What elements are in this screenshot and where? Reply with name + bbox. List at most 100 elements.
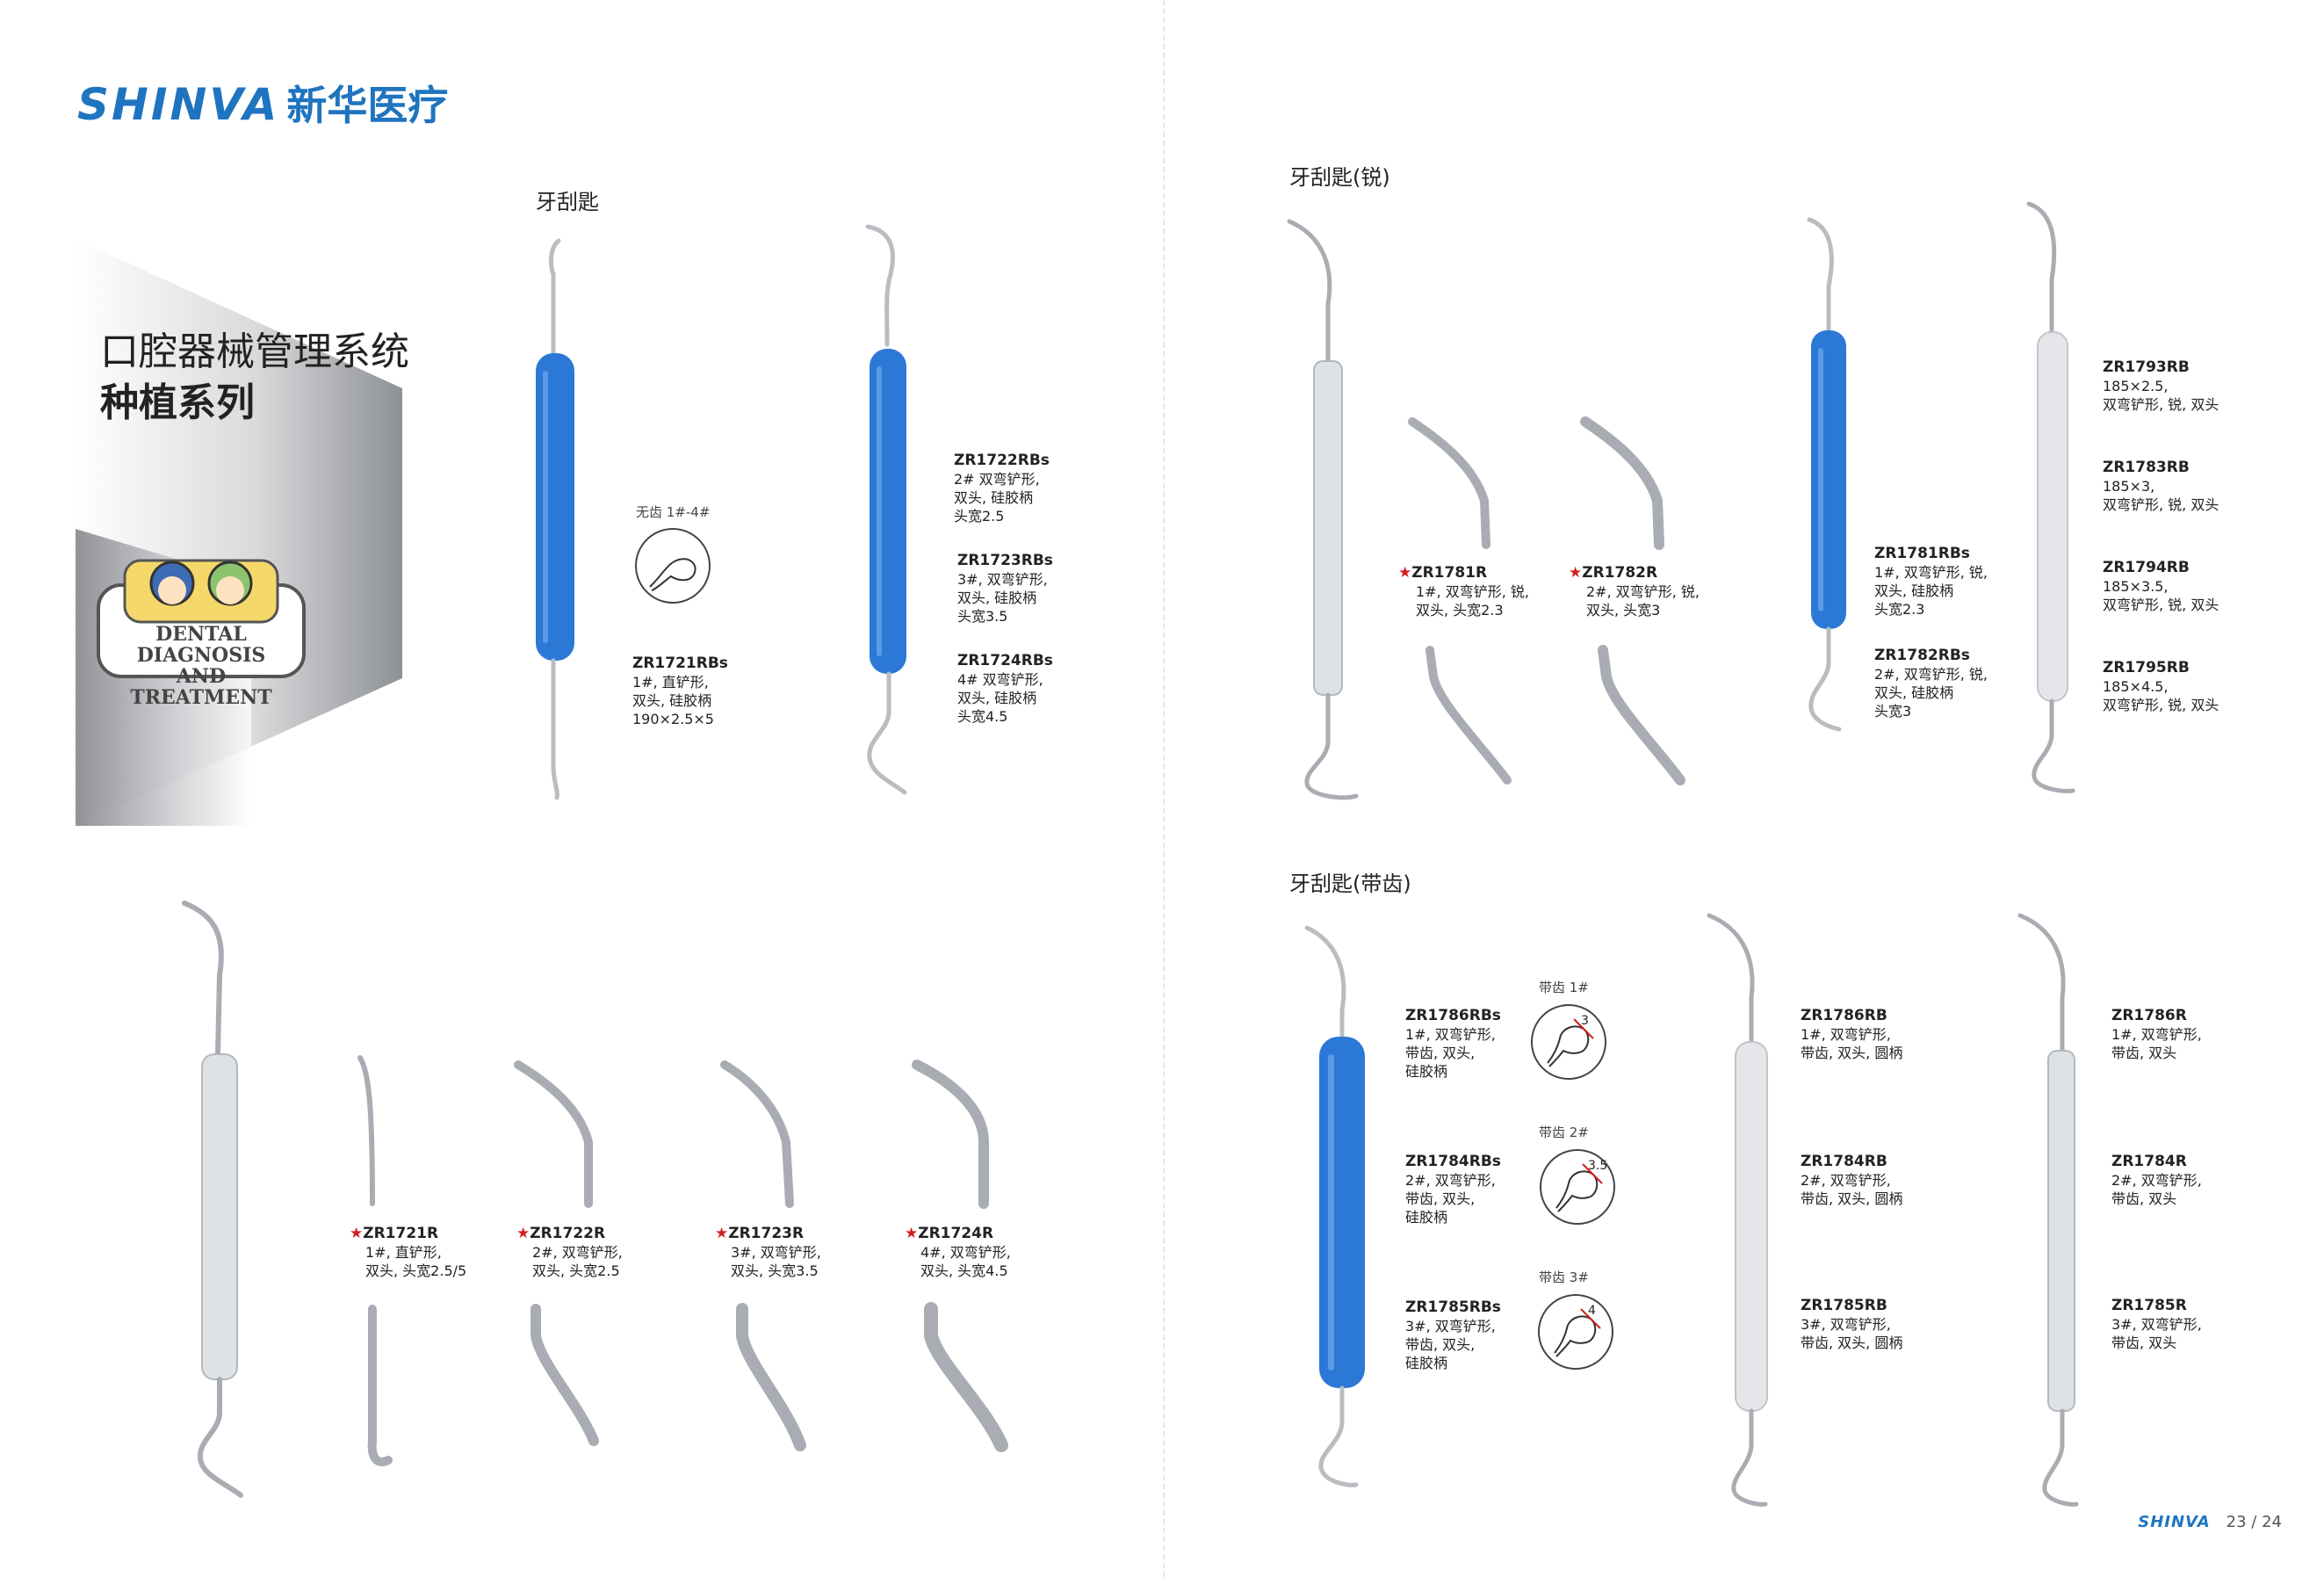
star-icon: ★	[1398, 564, 1412, 582]
brand-name-cn: 新华医疗	[286, 82, 449, 129]
label-zr1786rb: ZR1786RB 1#, 双弯铲形, 带齿, 双头, 圆柄	[1801, 1007, 1902, 1062]
brand-name-en: SHINVA	[77, 79, 280, 130]
desc: 3#, 双弯铲形, 带齿, 双头	[2111, 1316, 2202, 1351]
code: ZR1794RB	[2103, 559, 2190, 576]
curette-closeup-1781	[1408, 417, 1512, 785]
label-zr1795rb: ZR1795RB 185×4.5, 双弯铲形, 锐, 双头	[2103, 659, 2219, 714]
no-teeth-label: 无齿 1#-4#	[636, 504, 711, 520]
code: ZR1785RB	[1801, 1297, 1887, 1314]
desc: 1#, 直铲形, 双头, 头宽2.5/5	[365, 1244, 467, 1279]
instrument-blue-straight	[536, 238, 574, 800]
hero-title-line2: 种植系列	[100, 380, 255, 425]
hero-title: 口腔器械管理系统 种植系列	[100, 327, 409, 429]
desc: 2#, 双弯铲形, 双头, 头宽2.5	[532, 1244, 623, 1279]
label-zr1785rb: ZR1785RB 3#, 双弯铲形, 带齿, 双头, 圆柄	[1801, 1297, 1902, 1352]
desc: 3#, 双弯铲形, 带齿, 双头, 圆柄	[1801, 1316, 1903, 1351]
page-divider	[1163, 0, 1165, 1577]
code: ZR1723R	[728, 1225, 805, 1242]
label-zr1722r: ★ZR1722R 2#, 双弯铲形, 双头, 头宽2.5	[516, 1225, 623, 1280]
code: ZR1786RB	[1801, 1007, 1887, 1024]
desc: 4#, 双弯铲形, 双头, 头宽4.5	[920, 1244, 1011, 1279]
curette-closeup-1721	[357, 1055, 393, 1466]
code: ZR1786RBs	[1405, 1007, 1501, 1024]
desc: 1#, 双弯铲形, 带齿, 双头, 硅胶柄	[1405, 1026, 1496, 1080]
desc: 4# 双弯铲形, 双头, 硅胶柄 头宽4.5	[957, 671, 1043, 725]
instrument-steel-sharp	[1287, 219, 1359, 800]
label-zr1781rbs: ZR1781RBs 1#, 双弯铲形, 锐, 双头, 硅胶柄 头宽2.3	[1874, 545, 1988, 619]
code: ZR1781R	[1411, 564, 1488, 582]
label-zr1793rb: ZR1793RB 185×2.5, 双弯铲形, 锐, 双头	[2103, 358, 2219, 414]
star-icon: ★	[715, 1225, 729, 1242]
code: ZR1721RBs	[632, 655, 728, 672]
code: ZR1723RBs	[957, 552, 1053, 569]
label-zr1784rbs: ZR1784RBs 2#, 双弯铲形, 带齿, 双头, 硅胶柄	[1405, 1153, 1501, 1226]
code: ZR1785R	[2111, 1297, 2187, 1314]
code: ZR1722RBs	[954, 452, 1050, 469]
code: ZR1784RBs	[1405, 1153, 1501, 1170]
instrument-steel-toothed-rb	[1707, 913, 1768, 1507]
code: ZR1721R	[363, 1225, 439, 1242]
desc: 185×2.5, 双弯铲形, 锐, 双头	[2103, 378, 2219, 413]
code: ZR1782R	[1582, 564, 1658, 582]
desc: 2#, 双弯铲形, 带齿, 双头	[2111, 1172, 2202, 1207]
teeth2-diagram-icon: 3.5	[1540, 1149, 1615, 1225]
star-icon: ★	[516, 1225, 530, 1242]
desc: 3#, 双弯铲形, 双头, 硅胶柄 头宽3.5	[957, 571, 1048, 625]
code: ZR1783RB	[2103, 459, 2190, 476]
star-icon: ★	[350, 1225, 364, 1242]
footer-brand: SHINVA	[2138, 1513, 2211, 1531]
teeth3-diagram-icon: 4	[1538, 1294, 1613, 1370]
label-zr1786rbs: ZR1786RBs 1#, 双弯铲形, 带齿, 双头, 硅胶柄	[1405, 1007, 1501, 1081]
curette-tip-diagram-icon	[635, 528, 711, 604]
instrument-steel-toothed-r	[2017, 913, 2079, 1507]
desc: 1#, 双弯铲形, 锐, 双头, 头宽2.3	[1416, 583, 1530, 619]
desc: 1#, 双弯铲形, 带齿, 双头, 圆柄	[1801, 1026, 1903, 1061]
desc: 185×4.5, 双弯铲形, 锐, 双头	[2103, 678, 2219, 713]
code: ZR1724RBs	[957, 652, 1053, 669]
desc: 2#, 双弯铲形, 带齿, 双头, 硅胶柄	[1405, 1172, 1496, 1226]
desc: 3#, 双弯铲形, 双头, 头宽3.5	[731, 1244, 821, 1279]
instrument-steel-large	[182, 901, 243, 1498]
badge-text-line1: DENTAL DIAGNOSIS	[136, 623, 266, 667]
desc: 1#, 双弯铲形, 锐, 双头, 硅胶柄 头宽2.3	[1874, 564, 1988, 618]
teeth1-dim: 3	[1581, 1014, 1589, 1028]
teeth2-label: 带齿 2#	[1539, 1125, 1589, 1140]
label-zr1794rb: ZR1794RB 185×3.5, 双弯铲形, 锐, 双头	[2103, 559, 2219, 614]
code: ZR1781RBs	[1874, 545, 1970, 562]
curette-closeup-1724	[912, 1060, 1008, 1452]
label-zr1722rbs: ZR1722RBs 2# 双弯铲形, 双头, 硅胶柄 头宽2.5	[954, 452, 1050, 525]
code: ZR1784RB	[1801, 1153, 1887, 1170]
section-title-curette-sharp: 牙刮匙(锐)	[1289, 165, 1390, 190]
teeth3-label: 带齿 3#	[1539, 1270, 1589, 1285]
curette-closeup-1722	[514, 1060, 599, 1446]
curette-closeup-1782	[1580, 416, 1685, 785]
code: ZR1793RB	[2103, 358, 2190, 376]
desc: 185×3.5, 双弯铲形, 锐, 双头	[2103, 578, 2219, 613]
hero-title-line1: 口腔器械管理系统	[100, 329, 409, 374]
instrument-steel-round-handle	[2026, 201, 2075, 793]
section-title-curette: 牙刮匙	[536, 190, 599, 214]
desc: 2#, 双弯铲形, 锐, 双头, 头宽3	[1586, 583, 1700, 619]
badge-text-line2: AND TREATMENT	[130, 665, 272, 709]
desc: 2#, 双弯铲形, 锐, 双头, 硅胶柄 头宽3	[1874, 666, 1988, 720]
label-zr1724rbs: ZR1724RBs 4# 双弯铲形, 双头, 硅胶柄 头宽4.5	[957, 652, 1053, 726]
teeth1-label: 带齿 1#	[1539, 980, 1589, 995]
label-zr1721r: ★ZR1721R 1#, 直铲形, 双头, 头宽2.5/5	[350, 1225, 466, 1280]
code: ZR1795RB	[2103, 659, 2190, 676]
instrument-blue-toothed	[1304, 925, 1365, 1487]
label-zr1723rbs: ZR1723RBs 3#, 双弯铲形, 双头, 硅胶柄 头宽3.5	[957, 552, 1053, 626]
curette-closeup-1723	[720, 1060, 806, 1451]
desc: 1#, 双弯铲形, 带齿, 双头	[2111, 1026, 2202, 1061]
star-icon: ★	[1569, 564, 1583, 582]
desc: 2# 双弯铲形, 双头, 硅胶柄 头宽2.5	[954, 471, 1040, 524]
teeth1-diagram-icon: 3	[1531, 1004, 1606, 1080]
code: ZR1722R	[530, 1225, 606, 1242]
teeth2-dim: 3.5	[1588, 1159, 1607, 1173]
